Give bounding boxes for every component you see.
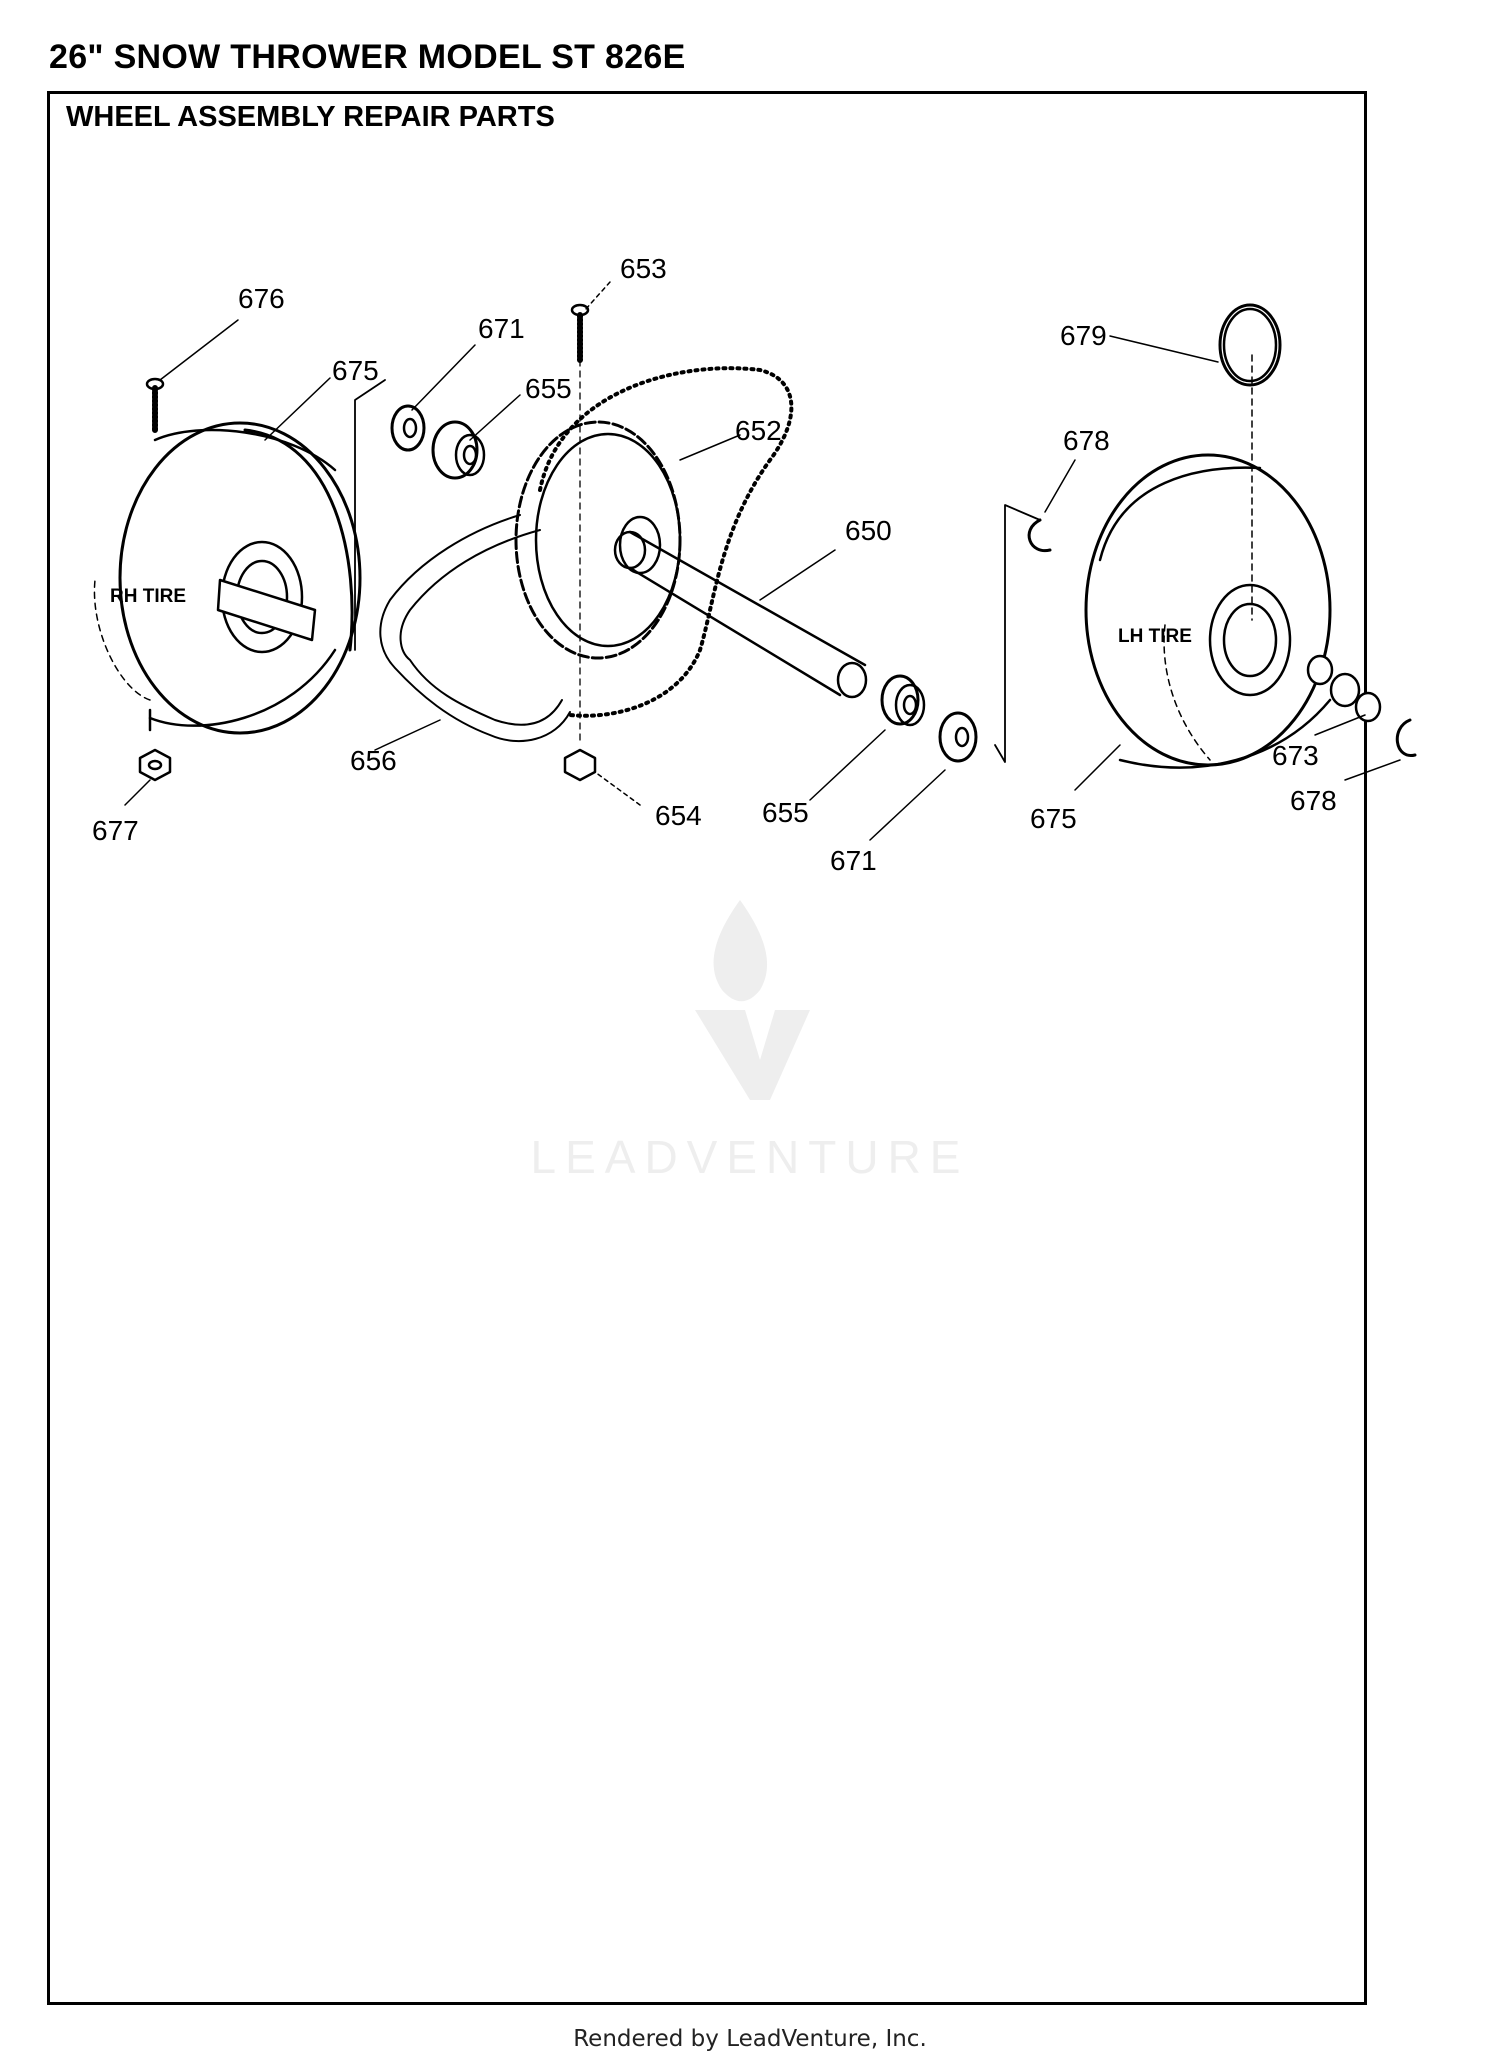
- callout-671-right: 671: [830, 845, 877, 876]
- callout-678-top: 678: [1063, 425, 1110, 456]
- callout-655-right: 655: [762, 797, 809, 828]
- callout-679: 679: [1060, 320, 1107, 351]
- callout-leaders: [124, 281, 1401, 841]
- e-clip-678-top: [1027, 518, 1052, 553]
- document-title: 26" SNOW THROWER MODEL ST 826E: [49, 38, 686, 76]
- chain-656: [379, 514, 571, 742]
- callout-676: 676: [238, 283, 285, 314]
- callout-656: 656: [350, 745, 397, 776]
- callout-654: 654: [655, 800, 702, 831]
- callout-677: 677: [92, 815, 139, 846]
- chain-path-dotted: [538, 366, 794, 718]
- watermark-text: LEADVENTURE: [530, 1131, 970, 1183]
- e-clip-678-bottom: [1395, 718, 1417, 757]
- hairpin-679: [1218, 303, 1282, 387]
- callout-673: 673: [1272, 740, 1319, 771]
- callout-671-left: 671: [478, 313, 525, 344]
- sprocket-652: [514, 420, 682, 660]
- axle-650: [613, 530, 868, 699]
- nut-677: [138, 748, 172, 782]
- lh-tire-label: LH TIRE: [1118, 626, 1192, 647]
- callout-655-left: 655: [525, 373, 572, 404]
- footer-credit: Rendered by LeadVenture, Inc.: [573, 2026, 927, 2052]
- bolt-653: [570, 303, 590, 741]
- rh-tire-label: RH TIRE: [110, 586, 186, 607]
- flange-nut-655-left: [431, 420, 486, 480]
- section-title: WHEEL ASSEMBLY REPAIR PARTS: [66, 101, 555, 133]
- lh-tire: [1084, 354, 1332, 769]
- nut-654: [563, 748, 597, 782]
- leadventure-flame-logo: [695, 900, 810, 1100]
- flange-nut-655-right: [880, 674, 926, 727]
- callout-652: 652: [735, 415, 782, 446]
- washer-671-right: [938, 711, 978, 763]
- rh-tire: [93, 421, 362, 735]
- washer-671-left: [390, 404, 426, 452]
- bolt-676: [145, 377, 165, 435]
- callout-labels: 676 675 671 655 653 652 650 679 678 656 …: [92, 253, 1337, 876]
- bushing-673: [1306, 654, 1382, 723]
- callout-678-bottom: 678: [1290, 785, 1337, 816]
- callout-675-right: 675: [1030, 803, 1077, 834]
- diagram-frame: [47, 91, 1367, 2005]
- callout-653: 653: [620, 253, 667, 284]
- callout-650: 650: [845, 515, 892, 546]
- callout-675-left: 675: [332, 355, 379, 386]
- leader-bracket-right: [994, 504, 1041, 763]
- leader-bracket-left: [354, 379, 386, 651]
